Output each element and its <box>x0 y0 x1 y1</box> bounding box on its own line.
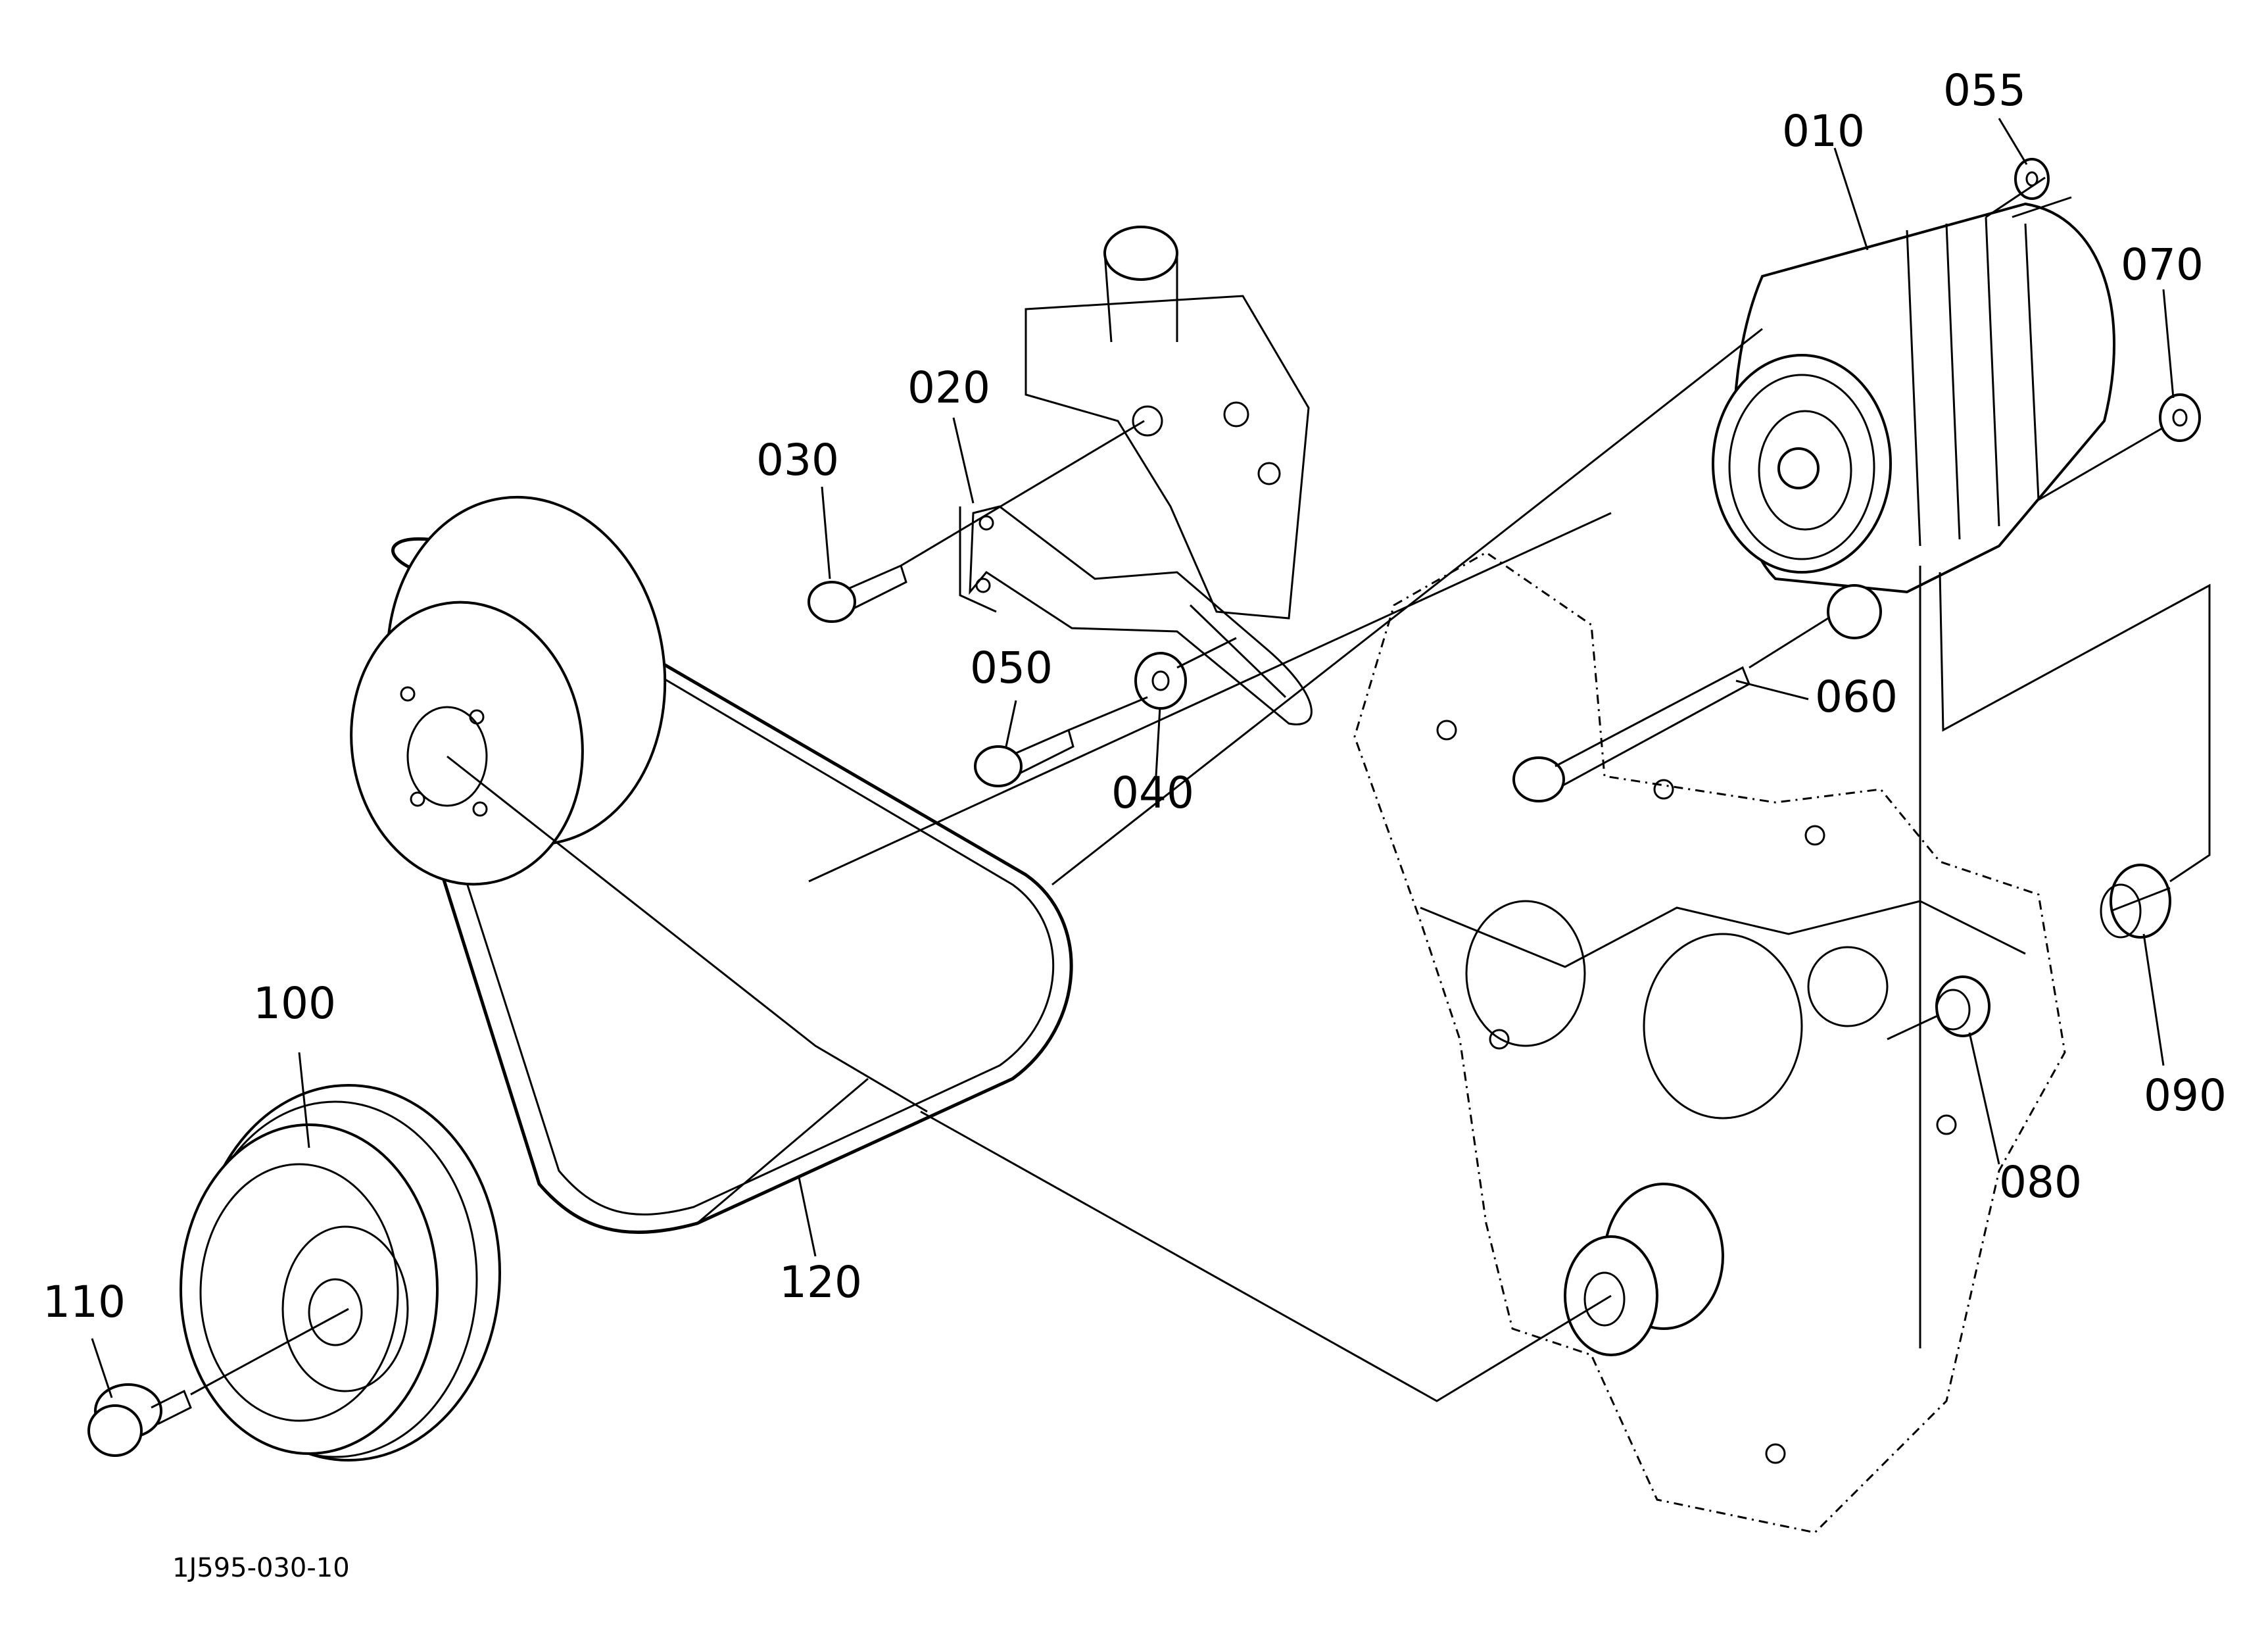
bolt-050 <box>974 728 1074 787</box>
pulley-bolt <box>87 1383 192 1457</box>
label-090: 090 <box>2144 1070 2227 1121</box>
spacer-080 <box>1935 975 1991 1037</box>
label-110: 110 <box>43 1277 126 1327</box>
fan-pulley <box>350 495 667 886</box>
label-050: 050 <box>970 643 1053 693</box>
spacer-090 <box>2100 864 2171 939</box>
washer-040 <box>1134 652 1187 710</box>
part-labels: 010 020 030 040 050 055 060 070 080 090 … <box>43 65 2227 1327</box>
drawing-code: 1J595-030-10 <box>172 1553 350 1583</box>
bolt-030 <box>808 564 907 623</box>
leader-lines <box>91 118 2175 1398</box>
label-030: 030 <box>756 435 839 485</box>
bracket <box>969 505 1313 725</box>
nut-070 <box>2159 393 2201 442</box>
long-bolt-060 <box>1512 666 1750 802</box>
crank-pulley <box>180 1084 501 1462</box>
label-055: 055 <box>1943 65 2026 116</box>
nut-055 <box>2014 158 2050 200</box>
water-flange <box>1025 226 1310 620</box>
label-060: 060 <box>1815 672 1898 722</box>
alternator <box>1712 196 2115 639</box>
label-080: 080 <box>1999 1157 2082 1208</box>
label-100: 100 <box>253 978 336 1029</box>
label-120: 120 <box>779 1257 862 1308</box>
assembly-lines <box>190 176 2211 1402</box>
label-010: 010 <box>1782 106 1865 157</box>
label-070: 070 <box>2121 239 2204 290</box>
label-040: 040 <box>1111 768 1194 818</box>
label-020: 020 <box>907 362 990 413</box>
